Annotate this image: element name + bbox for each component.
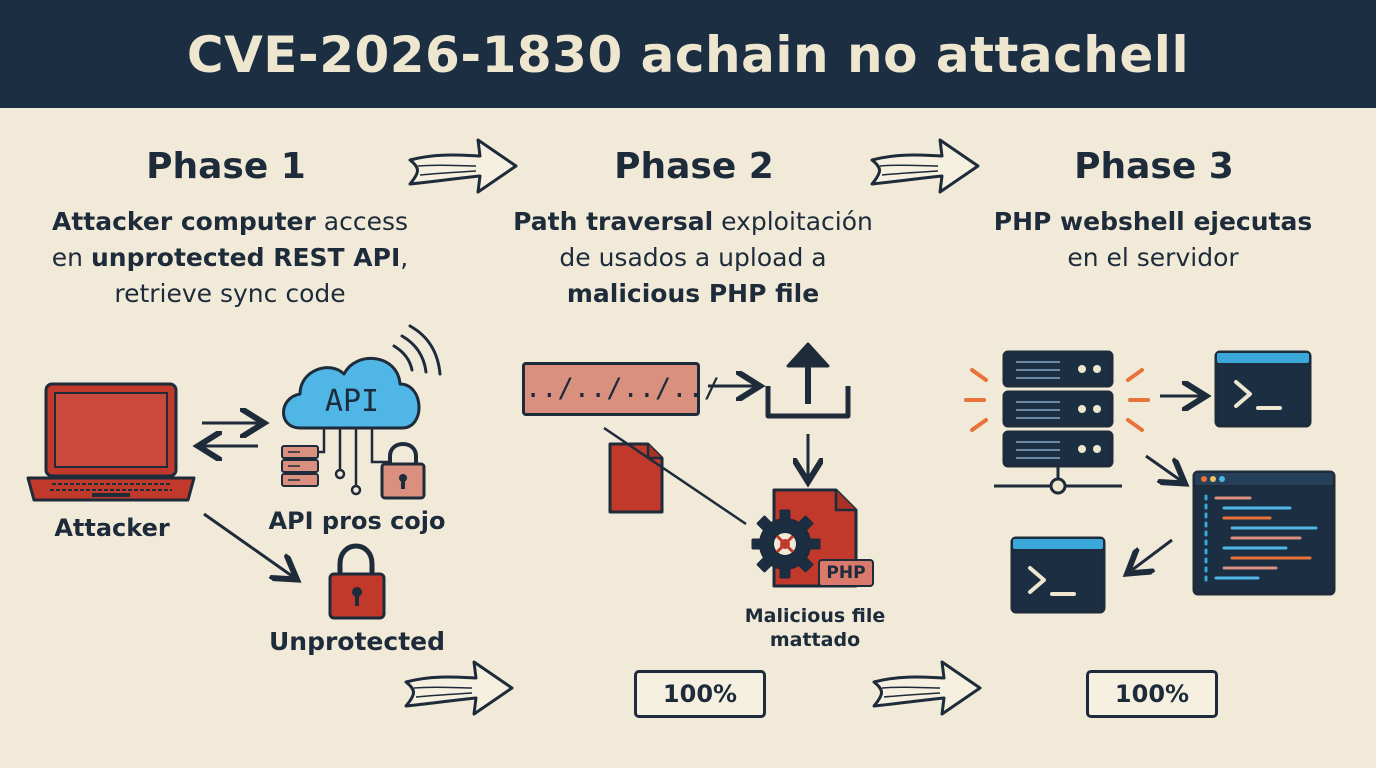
desc-text: ,	[400, 243, 409, 272]
phase-3-title: Phase 3	[1074, 146, 1234, 187]
phase-1-desc-line: en unprotected REST API,	[30, 240, 430, 276]
phase-2-to-3-arrow-icon	[870, 138, 980, 194]
code-window-icon	[1192, 470, 1336, 596]
cloud-api-icon	[282, 324, 442, 496]
desc-text: access	[315, 207, 409, 236]
php-tag: PHP	[818, 559, 874, 587]
malicious-file-label: Malicious file mattado	[720, 604, 910, 652]
phase-1-to-2-arrow-icon	[408, 138, 518, 194]
desc-text: retrieve sync code	[114, 279, 346, 308]
phase-3-desc-line: PHP webshell ejecutas	[953, 204, 1353, 240]
phase-3-desc-line: en el servidor	[953, 240, 1353, 276]
path-traversal-box: ../../../../	[522, 362, 720, 416]
terminal-icon	[1214, 350, 1312, 428]
server-rack-icon	[994, 350, 1122, 495]
malicious-file-label-line-1: Malicious file	[744, 605, 886, 627]
code-to-terminal-arrow-icon	[1132, 538, 1173, 570]
small-server-icon	[281, 445, 319, 487]
desc-bold-text: malicious PHP file	[566, 279, 820, 308]
desc-bold-text: unprotected REST API	[90, 243, 401, 272]
upload-icon	[765, 342, 851, 419]
phase-1-title: Phase 1	[146, 146, 306, 187]
header-bar: CVE-2026-1830 achain no attachell	[0, 0, 1376, 108]
unprotected-lock-icon	[328, 543, 386, 620]
desc-text: en el servidor	[1067, 243, 1239, 272]
file-icon	[608, 442, 664, 514]
phase-3-description: PHP webshell ejecutas en el servidor	[953, 204, 1353, 276]
desc-bold-text: Attacker computer	[51, 207, 316, 236]
phase-1-desc-line: Attacker computer access	[30, 204, 430, 240]
phase-2-description: Path traversal exploitación de usados a u…	[493, 204, 893, 312]
gear-icon	[751, 509, 821, 579]
bottom-arrow-1-icon	[404, 660, 514, 716]
phase-1-desc-line: retrieve sync code	[30, 276, 430, 312]
unprotected-label: Unprotected	[268, 627, 446, 656]
server-to-code-arrow-icon	[1145, 454, 1180, 480]
phase-2-desc-line: de usados a upload a	[493, 240, 893, 276]
phase-2-title: Phase 2	[614, 146, 774, 187]
malicious-file-label-line-2: mattado	[769, 629, 861, 651]
attacker-to-lock-arrow-icon	[203, 512, 292, 576]
desc-bold-text: PHP webshell ejecutas	[993, 207, 1313, 236]
request-response-arrows-icon	[202, 423, 258, 446]
desc-text: exploitación	[713, 207, 873, 236]
api-lock-icon	[380, 442, 426, 500]
alert-glow-icon	[964, 368, 1150, 432]
api-cloud-label: API	[324, 384, 380, 419]
laptop-icon	[26, 382, 196, 502]
bottom-arrow-2-icon	[872, 660, 982, 716]
desc-text: en	[51, 243, 91, 272]
api-label: API pros cojo	[268, 507, 446, 535]
desc-bold-text: Path traversal	[513, 207, 714, 236]
page-title: CVE-2026-1830 achain no attachell	[186, 26, 1190, 84]
phase-2-progress-badge: 100%	[634, 670, 766, 718]
traversal-line	[603, 426, 747, 526]
terminal-2-icon	[1010, 536, 1106, 614]
phase-2-desc-line: Path traversal exploitación	[493, 204, 893, 240]
phase-3-progress-badge: 100%	[1086, 670, 1218, 718]
desc-text: de usados a upload a	[559, 243, 827, 272]
attacker-label: Attacker	[54, 514, 170, 542]
phase-2-desc-line: malicious PHP file	[493, 276, 893, 312]
